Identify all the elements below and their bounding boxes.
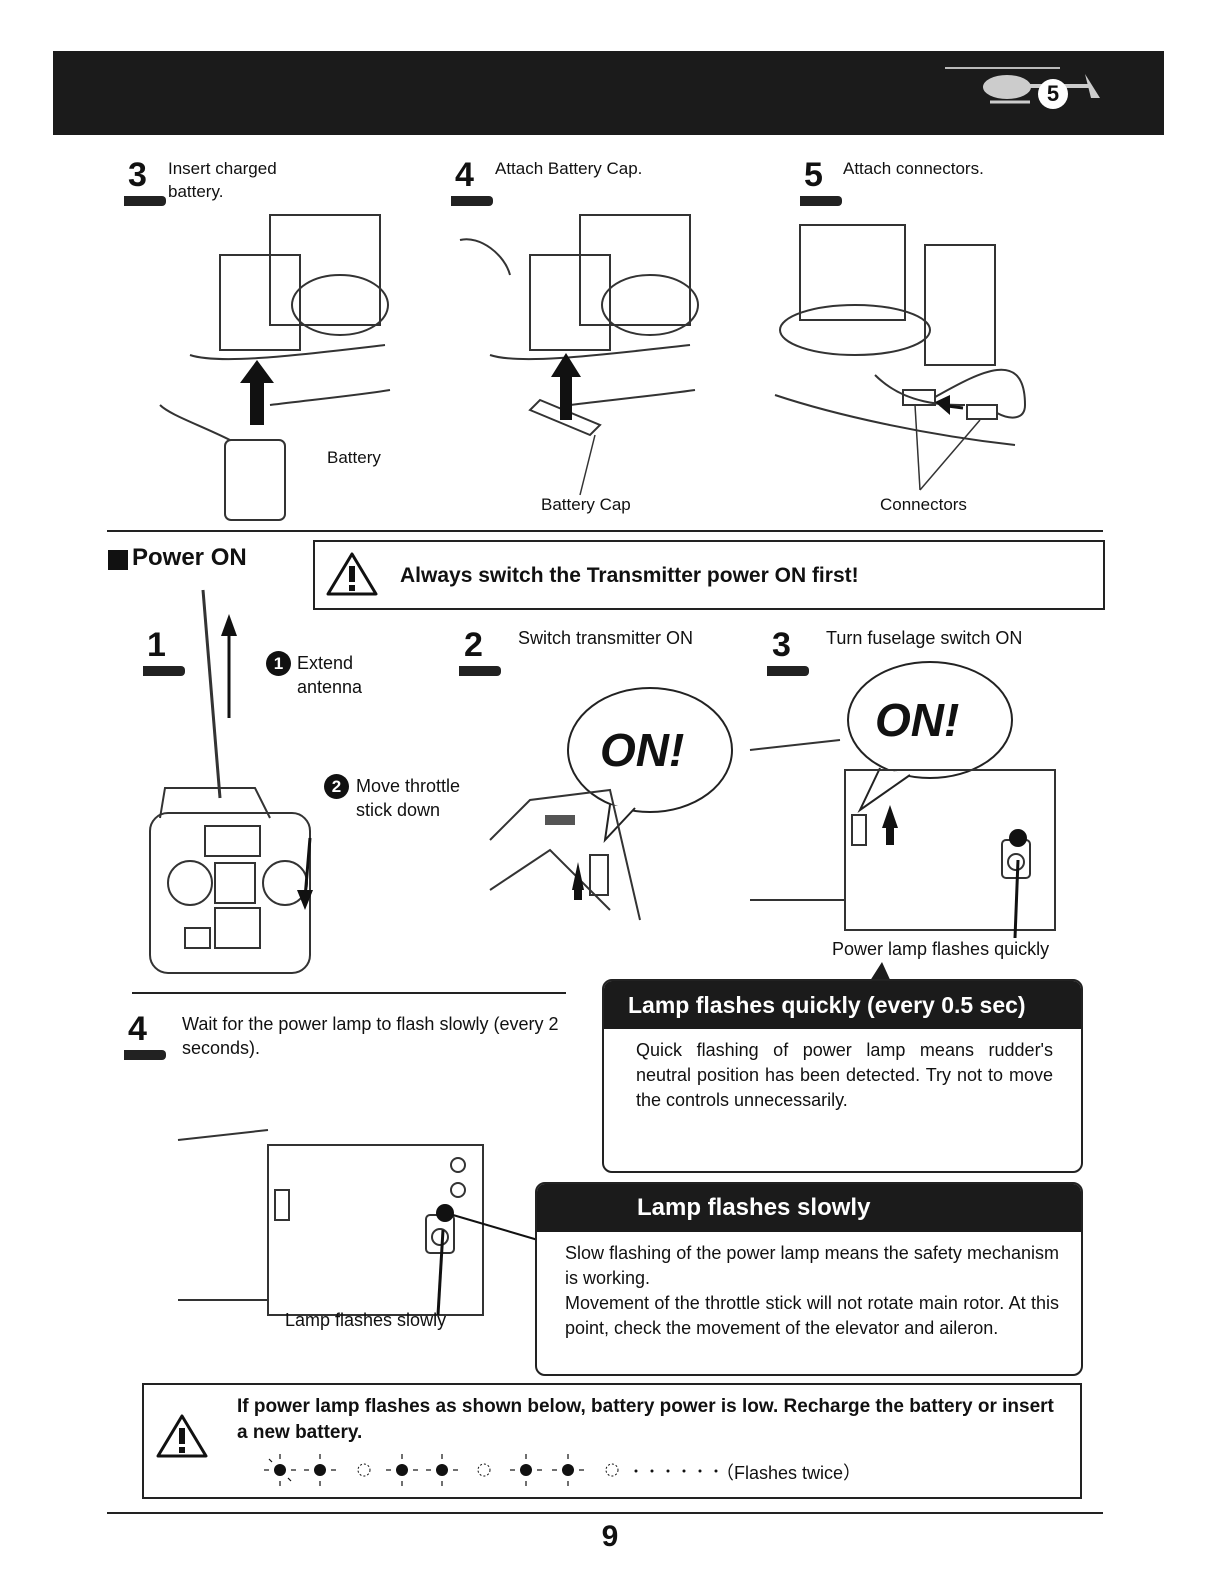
- lamp-off-icon: [477, 1463, 491, 1477]
- battery-insert-illustration: [159, 214, 391, 521]
- connectors-label: Connectors: [880, 495, 967, 514]
- install-step-4-text: Attach Battery Cap.: [495, 159, 643, 178]
- footer-divider: [107, 1512, 1103, 1514]
- receiver-lamp-illustration: [177, 1129, 539, 1316]
- on-bubble-text-fuselage: ON!: [875, 694, 960, 746]
- switch-transmitter-text: Switch transmitter ON: [518, 628, 694, 648]
- transmitter-switch-illustration: [489, 687, 733, 921]
- power-step-2-number: 2: [464, 626, 483, 664]
- quick-flash-body: Quick flashing of power lamp means rudde…: [636, 1040, 1053, 1110]
- power-step-1-number: 1: [147, 626, 166, 664]
- quick-flash-panel: Lamp flashes quickly (every 0.5 sec) Qui…: [602, 979, 1083, 1173]
- step-bar: [124, 1050, 166, 1060]
- lamp-on-icon: [552, 1454, 584, 1486]
- transmitter-warning-text: Always switch the Transmitter power ON f…: [400, 564, 859, 587]
- transmitter-warning-box: [313, 540, 1105, 610]
- flash-pattern-icons: [264, 1454, 718, 1486]
- lamp-off-icon: [357, 1463, 371, 1477]
- warning-icon: [326, 552, 378, 596]
- low-battery-box: [142, 1383, 1082, 1499]
- step-bar: [451, 196, 493, 206]
- step-bar: [143, 666, 185, 676]
- battery-label: Battery: [327, 448, 381, 467]
- fuselage-switch-illustration: [749, 661, 1056, 939]
- lamp-on-icon: [264, 1454, 296, 1486]
- step-bar: [124, 196, 166, 206]
- step-bar: [459, 666, 501, 676]
- step-bar: [800, 196, 842, 206]
- move-throttle-text: Move throttle stick down: [356, 776, 461, 820]
- page-number: 9: [601, 1520, 619, 1553]
- pointer-triangle: [868, 962, 892, 984]
- battery-cap-illustration: [459, 214, 699, 496]
- on-bubble-text: ON!: [600, 724, 685, 776]
- install-step-5-number: 5: [804, 156, 823, 194]
- lamp-on-icon: [386, 1454, 418, 1486]
- install-step-3-text: Insert charged battery.: [168, 159, 277, 201]
- install-step-5-text: Attach connectors.: [843, 159, 984, 178]
- lamp-slow-caption: Lamp flashes slowly: [285, 1310, 447, 1330]
- section-square-bullet: [108, 550, 128, 570]
- slow-flash-panel: Lamp flashes slowly Slow flashing of the…: [535, 1182, 1083, 1376]
- install-step-4-number: 4: [455, 156, 474, 194]
- extend-antenna-text: Extend antenna: [297, 653, 363, 697]
- install-step-3-number: 3: [128, 156, 147, 194]
- slow-flash-body-2: Movement of the throttle stick will not …: [565, 1293, 1059, 1338]
- lamp-off-icon: [605, 1463, 619, 1477]
- sub-step-1-badge: 1: [266, 651, 291, 676]
- lamp-on-icon: [426, 1454, 458, 1486]
- flashes-twice-caption: （Flashes twice）: [716, 1463, 862, 1483]
- battery-cap-label: Battery Cap: [541, 495, 631, 514]
- transmitter-illustration: [149, 589, 313, 974]
- slow-flash-body-1: Slow flashing of the power lamp means th…: [565, 1243, 1059, 1288]
- power-on-title: Power ON: [132, 544, 247, 571]
- lamp-on-icon: [510, 1454, 542, 1486]
- step-4-divider: [132, 992, 566, 994]
- section-number-badge: 5: [1038, 79, 1068, 109]
- section-divider: [107, 530, 1103, 532]
- helicopter-icon: [945, 67, 1100, 104]
- low-battery-text: If power lamp flashes as shown below, ba…: [237, 1396, 1054, 1443]
- slow-flash-title: Lamp flashes slowly: [537, 1184, 1081, 1232]
- power-step-3-number: 3: [772, 626, 791, 664]
- header-bar: [53, 51, 1164, 135]
- ellipsis-dots: [634, 1469, 718, 1473]
- sub-step-2-badge: 2: [324, 774, 349, 799]
- quick-flash-title: Lamp flashes quickly (every 0.5 sec): [604, 981, 1081, 1029]
- step-bar: [767, 666, 809, 676]
- power-lamp-quick-caption: Power lamp flashes quickly: [832, 939, 1050, 959]
- wait-lamp-text: Wait for the power lamp to flash slowly …: [182, 1014, 559, 1058]
- warning-icon: [156, 1414, 208, 1458]
- connectors-illustration: [774, 224, 1027, 491]
- power-step-4-number: 4: [128, 1010, 147, 1048]
- lamp-on-icon: [304, 1454, 336, 1486]
- fuselage-switch-text: Turn fuselage switch ON: [826, 628, 1023, 648]
